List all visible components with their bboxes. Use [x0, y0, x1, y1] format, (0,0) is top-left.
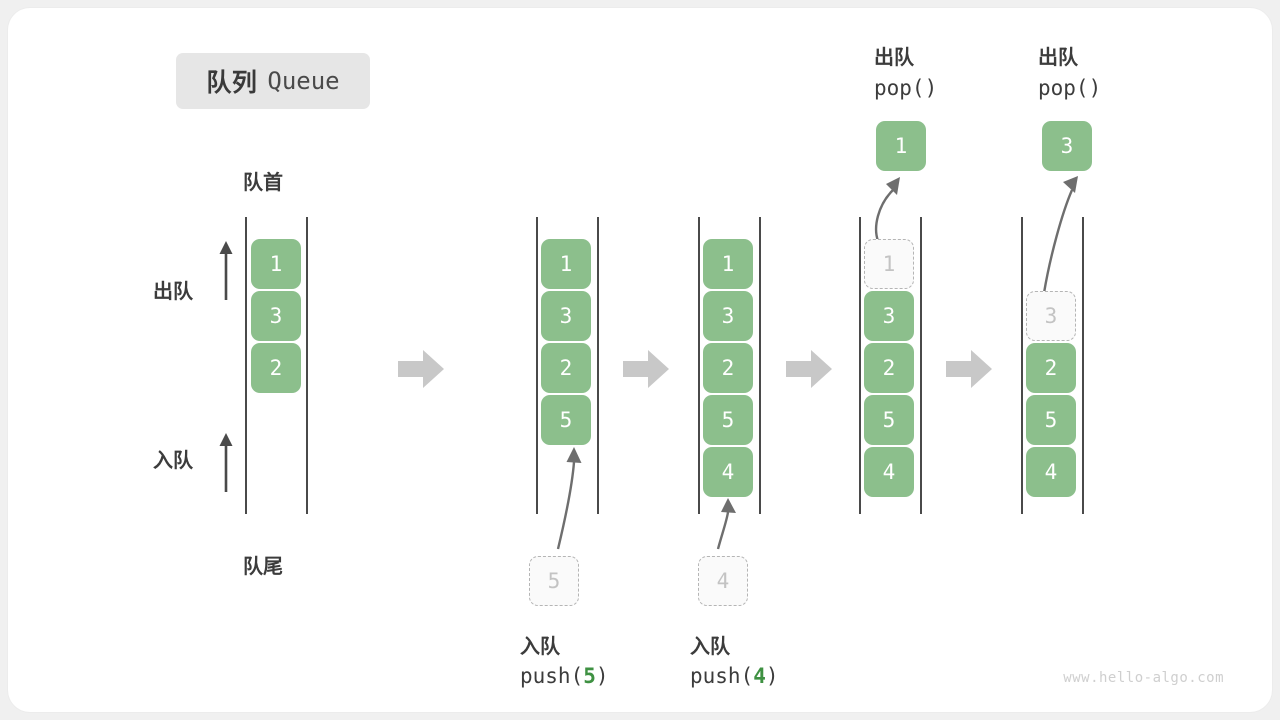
queue-rail-right-2: [597, 217, 599, 514]
queue-box-new: 5: [541, 395, 591, 445]
pending-box: 4: [698, 556, 748, 606]
pop-motion-arrow-icon: [874, 177, 900, 242]
diagram-title-badge: 队列 Queue: [176, 53, 370, 109]
push-motion-arrow-icon: [716, 498, 736, 550]
queue-rail-left-1: [245, 217, 247, 514]
step-arrow-icon: [398, 350, 444, 388]
caption-pop1-code: pop(): [874, 76, 938, 100]
queue-box: 4: [1026, 447, 1076, 497]
popped-box: 3: [1042, 121, 1092, 171]
queue-box: 1: [251, 239, 301, 289]
queue-box: 5: [864, 395, 914, 445]
caption-push4-code: push(4): [690, 664, 779, 688]
label-queue-tail: 队尾: [243, 554, 283, 578]
queue-box: 2: [541, 343, 591, 393]
label-dequeue-direction: 出队: [153, 279, 193, 303]
caption-push4-zh: 入队: [690, 634, 730, 658]
label-enqueue-direction: 入队: [153, 448, 193, 472]
queue-box: 2: [703, 343, 753, 393]
caption-pop3-zh: 出队: [1038, 45, 1078, 69]
queue-box-removed: 3: [1026, 291, 1076, 341]
queue-box: 2: [251, 343, 301, 393]
label-queue-head: 队首: [243, 170, 283, 194]
queue-box: 5: [703, 395, 753, 445]
queue-box: 3: [251, 291, 301, 341]
queue-rail-right-1: [306, 217, 308, 514]
queue-box: 3: [703, 291, 753, 341]
title-english: Queue: [267, 67, 340, 95]
step-arrow-icon: [623, 350, 669, 388]
queue-box: 1: [703, 239, 753, 289]
caption-pop3-code: pop(): [1038, 76, 1102, 100]
push-motion-arrow-icon: [556, 447, 582, 550]
caption-pop1-zh: 出队: [874, 45, 914, 69]
title-chinese: 队列: [206, 68, 258, 97]
queue-rail-right-5: [1082, 217, 1084, 514]
popped-box: 1: [876, 121, 926, 171]
queue-box-new: 4: [703, 447, 753, 497]
queue-rail-right-3: [759, 217, 761, 514]
pop-motion-arrow-icon: [1042, 176, 1078, 294]
queue-box: 3: [541, 291, 591, 341]
caption-push5-code: push(5): [520, 664, 609, 688]
pending-box: 5: [529, 556, 579, 606]
queue-box: 1: [541, 239, 591, 289]
queue-box-removed: 1: [864, 239, 914, 289]
step-arrow-icon: [946, 350, 992, 388]
queue-rail-left-5: [1021, 217, 1023, 514]
diagram-card: 队列 Queue 队首 队尾 出队 入队 1 3 2 1: [8, 8, 1272, 712]
dequeue-up-arrow-icon: [219, 241, 233, 300]
queue-rail-right-4: [920, 217, 922, 514]
queue-rail-left-3: [698, 217, 700, 514]
caption-push5-zh: 入队: [520, 634, 560, 658]
queue-box: 2: [1026, 343, 1076, 393]
queue-box: 4: [864, 447, 914, 497]
queue-box: 3: [864, 291, 914, 341]
queue-box: 2: [864, 343, 914, 393]
queue-rail-left-2: [536, 217, 538, 514]
enqueue-up-arrow-icon: [219, 433, 233, 492]
watermark: www.hello-algo.com: [1063, 670, 1224, 686]
step-arrow-icon: [786, 350, 832, 388]
queue-box: 5: [1026, 395, 1076, 445]
queue-rail-left-4: [859, 217, 861, 514]
